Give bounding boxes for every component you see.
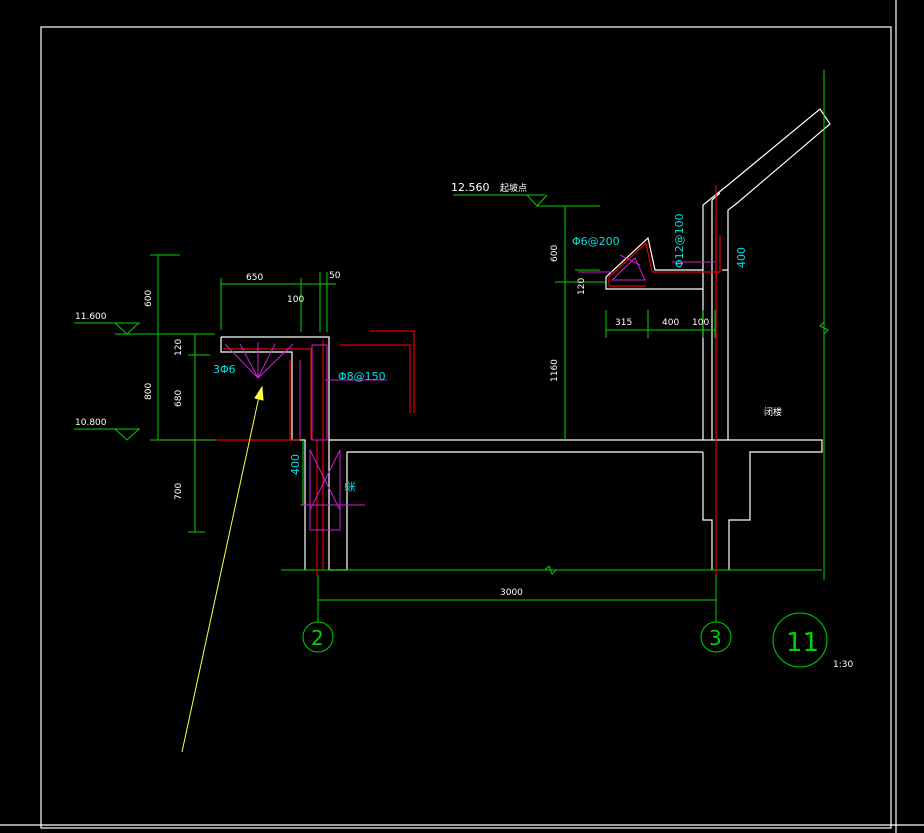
dim-left-800: 800 bbox=[144, 383, 154, 400]
dim-right-600: 600 bbox=[550, 245, 560, 262]
detail-bubble bbox=[772, 612, 828, 668]
rebar-left-bars: 3Φ6 bbox=[213, 363, 236, 376]
rebar-left-stirrup: Φ8@150 bbox=[338, 370, 386, 383]
dim-right-400: 400 bbox=[662, 318, 679, 328]
rebar-right-main: Φ12@100 bbox=[673, 213, 686, 268]
dim-left-680: 680 bbox=[174, 390, 184, 407]
leader-arrow bbox=[181, 385, 264, 753]
axis-label-2: 2 bbox=[311, 626, 324, 650]
dim-top-50: 50 bbox=[329, 271, 341, 281]
dim-top-650: 650 bbox=[246, 273, 263, 283]
span-dimension-value: 3000 bbox=[500, 588, 523, 598]
elevation-top-note: 起坡点 bbox=[500, 182, 527, 194]
dim-wall-400: 400 bbox=[289, 454, 302, 475]
right-dimensions bbox=[453, 70, 829, 580]
dim-left-700: 700 bbox=[174, 483, 184, 500]
detail-scale: 1:30 bbox=[833, 660, 853, 670]
right-structure bbox=[605, 108, 831, 440]
dim-right-400v: 400 bbox=[735, 247, 748, 268]
right-rebar bbox=[578, 185, 721, 575]
dim-left-120: 120 bbox=[174, 339, 184, 356]
beam-label: 梁 bbox=[343, 481, 357, 492]
dim-left-600: 600 bbox=[144, 290, 154, 307]
dim-right-120: 120 bbox=[577, 278, 587, 295]
elevation-lower: 10.800 bbox=[75, 418, 107, 428]
left-rebar bbox=[160, 330, 415, 575]
dim-right-315: 315 bbox=[615, 318, 632, 328]
detail-number: 11 bbox=[786, 628, 819, 658]
left-dimensions bbox=[74, 254, 336, 533]
span-dimension bbox=[302, 575, 828, 668]
axis-3-bubble bbox=[700, 621, 732, 653]
dim-right-1160: 1160 bbox=[550, 359, 560, 382]
dim-top-100: 100 bbox=[287, 295, 304, 305]
axis-2-bubble bbox=[302, 621, 334, 653]
elevation-upper: 11.600 bbox=[75, 312, 107, 322]
dim-right-100: 100 bbox=[692, 318, 709, 328]
rebar-right-dist: Φ6@200 bbox=[572, 235, 620, 248]
axis-label-3: 3 bbox=[709, 626, 722, 650]
elevation-top: 12.560 bbox=[451, 181, 490, 194]
room-label: 闭楼 bbox=[764, 406, 782, 418]
